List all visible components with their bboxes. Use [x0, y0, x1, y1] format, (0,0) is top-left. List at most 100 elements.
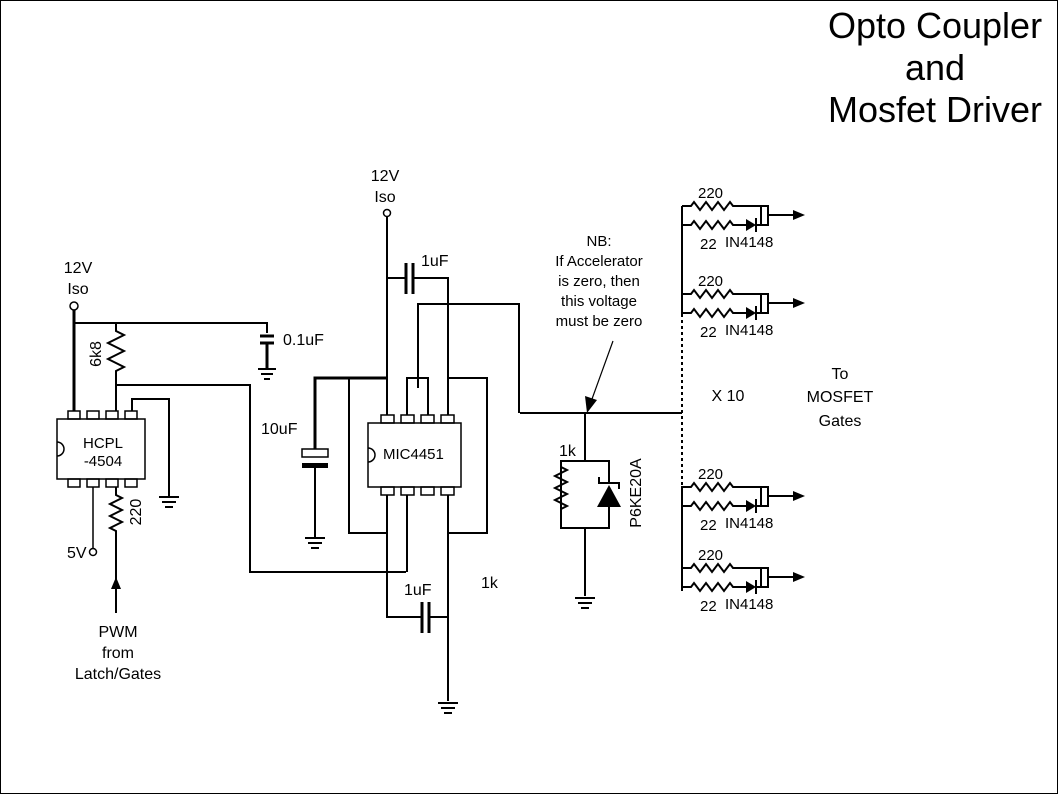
wire [417, 303, 520, 413]
center-supply-label-2: Iso [374, 189, 395, 206]
resistor-220-icon [682, 288, 762, 313]
driver-name: MIC4451 [383, 446, 444, 463]
note-annotation: NB: If Accelerator is zero, then this vo… [555, 233, 643, 413]
input-label-3: Latch/Gates [75, 666, 161, 683]
diagram-title: Opto Coupler and Mosfet Driver [828, 5, 1042, 130]
ground-icon [159, 496, 179, 508]
note-line-4: this voltage [561, 293, 637, 310]
terminal-circle-icon [382, 208, 392, 218]
wire [406, 377, 429, 415]
branch-r-high-label: 220 [698, 547, 723, 564]
title-line-1: Opto Coupler [828, 5, 1042, 46]
resistor-220-icon [682, 562, 762, 587]
capacitor-10uF: 10uF [261, 376, 387, 549]
wire [560, 413, 586, 596]
gate-branch: 220 22 IN4148 [682, 547, 805, 615]
wire [386, 495, 422, 618]
output-label-2: MOSFET [807, 389, 874, 406]
diode-icon [746, 219, 756, 231]
capacitor-10uF-label: 10uF [261, 421, 298, 438]
resistor-1k-label: 1k [559, 443, 577, 460]
resistor-220-label: 220 [128, 499, 145, 526]
note-line-3: is zero, then [558, 273, 640, 290]
arrow-right-icon [793, 491, 805, 501]
note-line-5: must be zero [556, 313, 643, 330]
optocoupler-name-1: HCPL [83, 435, 123, 452]
wire [448, 377, 488, 534]
tvs-label: P6KE20A [628, 458, 645, 528]
branch-diode-label: IN4148 [725, 322, 773, 339]
left-supply-label-1: 12V [64, 260, 93, 277]
capacitor-0.1uF: 0.1uF [258, 332, 324, 380]
output-label-3: Gates [819, 413, 862, 430]
floating-1k-label: 1k [481, 575, 499, 592]
input-label-1: PWM [98, 624, 137, 641]
terminal-circle-icon [69, 301, 79, 311]
note-line-2: If Accelerator [555, 253, 643, 270]
wire [131, 398, 170, 497]
capacitor-1uF-top-label: 1uF [421, 253, 449, 270]
resistor-22-icon [682, 307, 746, 319]
gate-branch: 220 22 IN4148 [682, 273, 805, 341]
diode-icon [746, 581, 756, 593]
resistor-22-icon [682, 581, 746, 593]
branch-r-high-label: 220 [698, 185, 723, 202]
note-line-1: NB: [586, 233, 611, 250]
resistor-220-input: 220 [107, 487, 145, 613]
arrow-up-icon [111, 577, 121, 589]
branch-r-low-label: 22 [700, 236, 717, 253]
diode-icon [746, 500, 756, 512]
diode-icon [746, 307, 756, 319]
branch-diode-label: IN4148 [725, 234, 773, 251]
title-line-2: and [905, 47, 965, 88]
center-supply-label-1: 12V [371, 168, 400, 185]
wire [116, 384, 406, 573]
terminal-circle-icon [88, 547, 98, 557]
resistor-1k-pulldown: 1k [552, 443, 577, 510]
wire [74, 322, 268, 333]
diode-triangle-icon [597, 485, 621, 507]
resistor-6k8: 6k8 [88, 323, 127, 411]
resistor-220-icon [682, 481, 762, 506]
resistor-6k8-label: 6k8 [88, 341, 105, 367]
ground-icon [258, 368, 276, 380]
driver-chip: MIC4451 [367, 414, 462, 496]
ground-icon [438, 702, 458, 714]
optocoupler-chip: HCPL -4504 [56, 410, 146, 488]
input-label-2: from [102, 645, 134, 662]
arrow-right-icon [793, 572, 805, 582]
ground-icon [305, 537, 325, 549]
branch-r-low-label: 22 [700, 598, 717, 615]
output-label-1: To [832, 366, 849, 383]
optocoupler-name-2: -4504 [84, 453, 122, 470]
left-supply-label-2: Iso [67, 281, 88, 298]
tvs-diode: P6KE20A [597, 458, 645, 528]
capacitor-0.1uF-label: 0.1uF [283, 332, 324, 349]
left-supply-terminal: 12V Iso [64, 260, 93, 311]
arrow-right-icon [793, 210, 805, 220]
resistor-22-icon [682, 500, 746, 512]
ground-icon [575, 597, 595, 609]
branch-diode-label: IN4148 [725, 596, 773, 613]
branch-r-low-label: 22 [700, 517, 717, 534]
logic-supply-label: 5V [67, 545, 87, 562]
branch-r-high-label: 220 [698, 466, 723, 483]
resistor-22-icon [682, 219, 746, 231]
gate-branch: 220 22 IN4148 [682, 466, 805, 534]
multiplier-label: X 10 [712, 388, 745, 405]
gate-branch: 220 22 IN4148 [682, 185, 805, 253]
capacitor-1uF-bottom-label: 1uF [404, 582, 432, 599]
resistor-220-icon [682, 200, 762, 225]
branch-r-high-label: 220 [698, 273, 723, 290]
center-supply-terminal: 12V Iso [371, 168, 400, 218]
capacitor-1uF-top: 1uF [387, 253, 449, 415]
branch-r-low-label: 22 [700, 324, 717, 341]
arrow-icon [585, 396, 597, 413]
capacitor-1uF-bottom: 1uF [404, 582, 448, 633]
branch-diode-label: IN4148 [725, 515, 773, 532]
arrow-right-icon [793, 298, 805, 308]
title-line-3: Mosfet Driver [828, 89, 1042, 130]
